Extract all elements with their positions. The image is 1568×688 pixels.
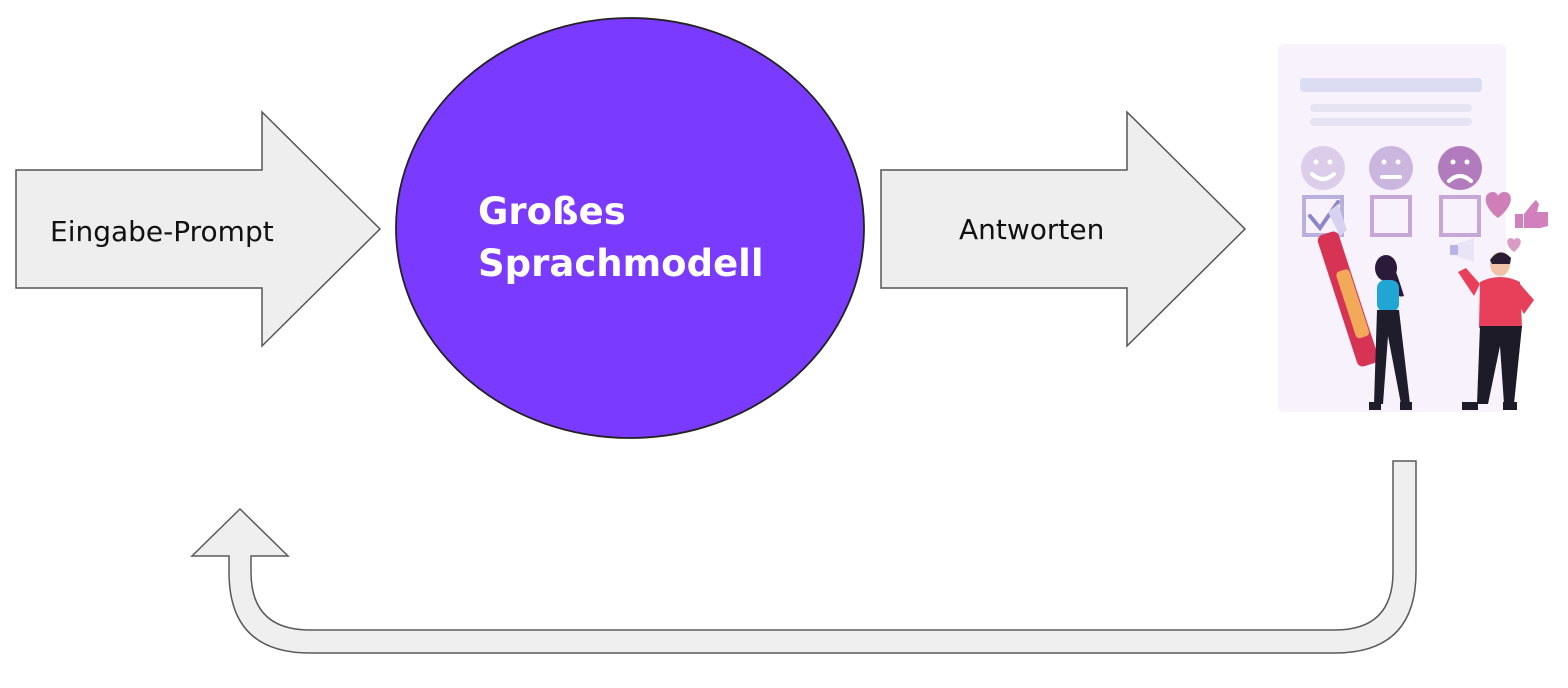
output-label: Antworten (959, 213, 1104, 246)
model-label-line2: Sprachmodell (478, 242, 764, 285)
heart-icon (1507, 238, 1521, 252)
input-label: Eingabe-Prompt (50, 215, 274, 248)
empty-checkbox-icon (1370, 195, 1412, 237)
thumbs-up-icon (1515, 200, 1548, 228)
output-arrow-shape (880, 110, 1247, 348)
empty-checkbox-icon (1439, 195, 1481, 237)
happy-face-icon (1301, 146, 1345, 190)
model-node: Großes Sprachmodell (395, 17, 865, 439)
survey-text-line (1310, 104, 1472, 112)
input-arrow-shape (15, 110, 382, 348)
megaphone-icon (1450, 238, 1474, 262)
pen-icon (1317, 204, 1379, 367)
input-arrow: Eingabe-Prompt (15, 110, 382, 348)
survey-card (1278, 44, 1506, 412)
survey-text-line (1310, 118, 1472, 126)
model-label-line1: Großes (478, 190, 626, 233)
feedback-loop-arrow (190, 460, 1417, 654)
feedback-survey-illustration (1278, 44, 1548, 412)
neutral-face-icon (1369, 146, 1413, 190)
survey-title-bar (1300, 78, 1482, 92)
woman-figure (1369, 255, 1412, 410)
model-circle (395, 17, 865, 439)
man-figure (1458, 252, 1534, 410)
sad-face-icon (1438, 146, 1482, 190)
output-arrow: Antworten (880, 110, 1247, 348)
heart-icon (1485, 192, 1511, 218)
